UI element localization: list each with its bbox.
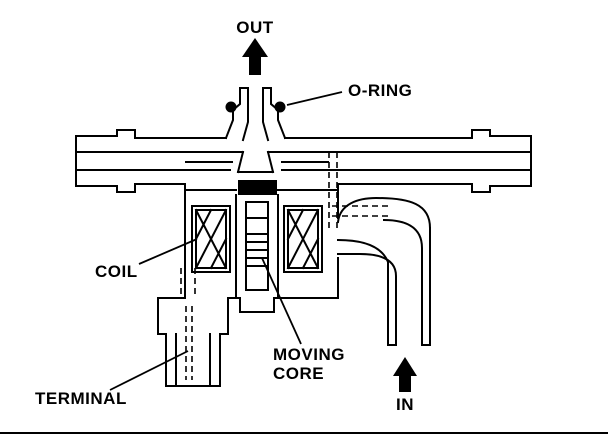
label-terminal: TERMINAL [35, 389, 127, 408]
in-flow-arrow-icon [393, 357, 417, 392]
core-tube [235, 194, 279, 313]
outlet-port [224, 87, 287, 142]
main-body [75, 137, 532, 191]
coil-right [283, 205, 323, 273]
terminal-connector [157, 297, 229, 387]
hidden-passage-vertical [328, 152, 338, 232]
valve-body-outline [75, 87, 532, 387]
label-moving-core-line2: CORE [273, 364, 324, 383]
coil-left [191, 205, 231, 273]
o-ring-right [274, 101, 286, 113]
left-hose-fitting [75, 129, 186, 193]
label-out: OUT [236, 18, 274, 37]
label-coil: COIL [95, 262, 138, 281]
right-hose-fitting [437, 129, 532, 193]
label-in: IN [396, 395, 414, 414]
moving-core-leader-line [261, 257, 302, 345]
hidden-coil-lead [180, 268, 196, 296]
inlet-port [336, 196, 432, 346]
moving-core [245, 201, 269, 291]
valve-seal [238, 180, 277, 195]
coil-leader-line [138, 238, 198, 265]
solenoid-housing [157, 183, 339, 299]
terminal-pin-hidden [185, 306, 193, 380]
o-ring-left [225, 101, 237, 113]
o-ring-leader-line [286, 91, 343, 106]
hidden-detail-lines [180, 152, 390, 380]
label-moving-core-line1: MOVING [273, 345, 345, 364]
label-o-ring: O-RING [348, 81, 412, 100]
valve-seat [236, 150, 275, 174]
out-flow-arrow-icon [242, 38, 268, 75]
terminal-leader-line [109, 350, 189, 391]
